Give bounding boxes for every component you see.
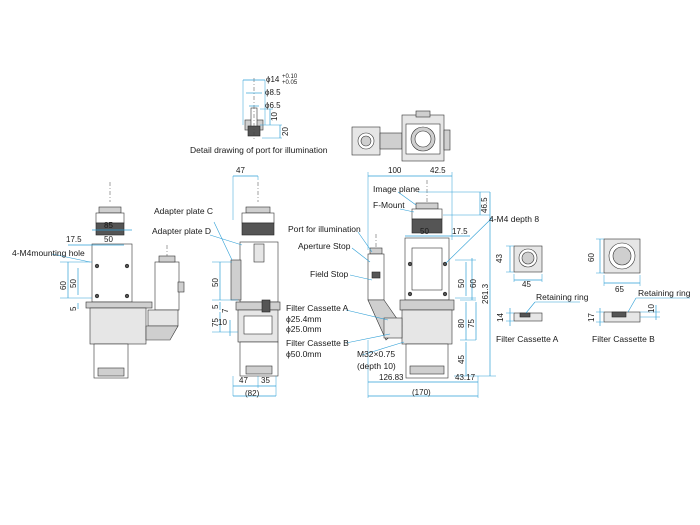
cassette-b-label: Filter Cassette B bbox=[592, 334, 655, 344]
aperture-stop-label: Aperture Stop bbox=[298, 241, 351, 251]
side-h7-label: 7 bbox=[221, 308, 230, 313]
cassette-b-h60-label: 60 bbox=[587, 253, 596, 262]
detail-phi14-label: ϕ14 bbox=[266, 75, 280, 84]
front-top42-5-label: 42.5 bbox=[430, 166, 446, 175]
side-h10-label: 10 bbox=[218, 318, 227, 327]
phi25-4-label: ϕ25.4mm bbox=[286, 314, 321, 324]
detail-phi14-tol-upper: +0.10 bbox=[282, 74, 298, 80]
left-w17-5-label: 17.5 bbox=[66, 235, 82, 244]
m32-depth-label: (depth 10) bbox=[357, 361, 396, 371]
adapter-plate-d-label: Adapter plate D bbox=[152, 226, 211, 236]
front-b43-17-label: 43.17 bbox=[455, 373, 476, 382]
phi25-0-label: ϕ25.0mm bbox=[286, 324, 321, 334]
front-r261-3-label: 261.3 bbox=[481, 283, 490, 304]
front-b170-label: (170) bbox=[412, 388, 431, 397]
side-view-body bbox=[230, 175, 281, 377]
detail-phi6-5-label: ϕ6.5 bbox=[265, 101, 281, 110]
front-w50-label: 50 bbox=[420, 227, 429, 236]
left-h50-label: 50 bbox=[69, 279, 78, 288]
front-w17-5-label: 17.5 bbox=[452, 227, 468, 236]
front-r45-label: 45 bbox=[457, 355, 466, 364]
left-view-dimensions bbox=[51, 229, 132, 309]
cassette-a-h14-label: 14 bbox=[496, 313, 505, 322]
filter-cassette-a-drawing bbox=[506, 245, 580, 326]
side-h5-label: 5 bbox=[211, 304, 220, 309]
adapter-plate-c-label: Adapter plate C bbox=[154, 206, 213, 216]
left-view-body bbox=[85, 182, 185, 379]
detail-h10-label: 10 bbox=[270, 112, 279, 121]
left-w85-label: 85 bbox=[104, 221, 113, 230]
front-view-dimensions bbox=[345, 172, 496, 398]
cassette-a-retaining-ring-label: Retaining ring bbox=[536, 292, 589, 302]
m32-label: M32×0.75 bbox=[357, 349, 395, 359]
side-b47-label: 47 bbox=[239, 376, 248, 385]
detail-h20-label: 20 bbox=[281, 127, 290, 136]
front-top100-label: 100 bbox=[388, 166, 402, 175]
front-b126-83-label: 126.83 bbox=[379, 373, 404, 382]
field-stop-label: Field Stop bbox=[310, 269, 349, 279]
cassette-b-h17-label: 17 bbox=[587, 313, 596, 322]
front-r60-label: 60 bbox=[469, 279, 478, 288]
side-view-dimensions bbox=[209, 221, 277, 397]
detail-phi14-tol-lower: +0.05 bbox=[282, 80, 298, 86]
left-w50-label: 50 bbox=[104, 235, 113, 244]
filter-cassette-a-label: Filter Cassette A bbox=[286, 303, 349, 313]
cassette-a-w45-label: 45 bbox=[522, 280, 531, 289]
front-h46-5-label: 46.5 bbox=[480, 197, 489, 213]
side-top47-label: 47 bbox=[236, 166, 245, 175]
cassette-a-label: Filter Cassette A bbox=[496, 334, 559, 344]
front-r75-label: 75 bbox=[467, 319, 476, 328]
cassette-b-retaining-ring-label: Retaining ring bbox=[638, 288, 691, 298]
side-h50-label: 50 bbox=[211, 278, 220, 287]
side-b82-label: (82) bbox=[245, 389, 260, 398]
cassette-b-h10-label: 10 bbox=[647, 304, 656, 313]
cassette-b-w65-label: 65 bbox=[615, 285, 624, 294]
f-mount-label: F-Mount bbox=[373, 200, 405, 210]
cassette-a-h43-label: 43 bbox=[495, 254, 504, 263]
top-view bbox=[351, 110, 451, 162]
detail-caption: Detail drawing of port for illumination bbox=[190, 145, 328, 155]
m4-depth-label: 4-M4 depth 8 bbox=[489, 214, 539, 224]
filter-cassette-b-label: Filter Cassette B bbox=[286, 338, 349, 348]
illumination-port-detail bbox=[242, 78, 282, 140]
phi50-0-label: ϕ50.0mm bbox=[286, 349, 321, 359]
front-r50-label: 50 bbox=[457, 279, 466, 288]
filter-cassette-b-drawing bbox=[596, 238, 690, 326]
detail-phi8-5-label: ϕ8.5 bbox=[265, 88, 281, 97]
image-plane-label: Image plane bbox=[373, 184, 420, 194]
front-r80-label: 80 bbox=[457, 319, 466, 328]
side-h75-label: 75 bbox=[211, 318, 220, 327]
front-view-body bbox=[367, 180, 455, 379]
left-h60-label: 60 bbox=[59, 281, 68, 290]
port-illumination-label: Port for illumination bbox=[288, 224, 361, 234]
left-h5-label: 5 bbox=[69, 306, 78, 311]
left-mounting-hole-label: 4-M4mounting hole bbox=[12, 248, 85, 258]
side-b35-label: 35 bbox=[261, 376, 270, 385]
